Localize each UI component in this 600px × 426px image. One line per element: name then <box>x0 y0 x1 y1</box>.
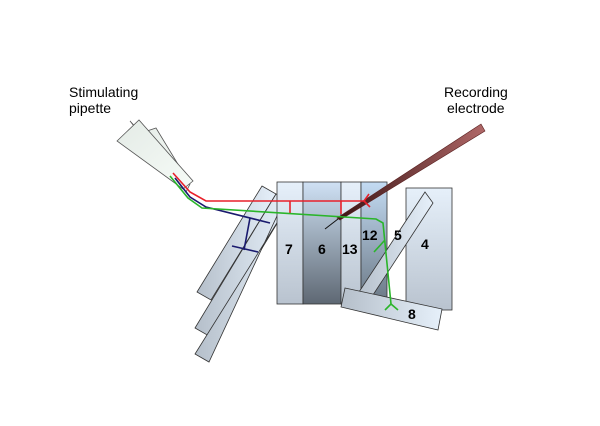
recording-label-line1: Recording <box>444 84 508 100</box>
stimulating-label-line1: Stimulating <box>69 84 138 100</box>
recording-electrode <box>336 123 486 221</box>
strip-middle <box>194 193 291 337</box>
region-8 <box>340 287 443 331</box>
recording-label-line2: electrode <box>447 100 505 116</box>
region-5-label: 5 <box>394 227 402 243</box>
region-7-label: 7 <box>285 241 293 257</box>
region-4-label: 4 <box>421 236 429 252</box>
electrode-tip <box>324 218 339 230</box>
region-6-label: 6 <box>318 241 326 257</box>
region-13-label: 13 <box>342 241 358 257</box>
blue-pathway <box>174 177 271 253</box>
strip-outer <box>196 185 277 301</box>
green-pathway <box>169 175 399 311</box>
red-pathway <box>172 172 371 214</box>
stimulating-pipette-body <box>116 119 194 190</box>
region-12-label: 12 <box>362 227 378 243</box>
stimulating-label-line2: pipette <box>69 100 111 116</box>
left-strips <box>194 185 291 363</box>
region-8-label: 8 <box>408 306 416 322</box>
